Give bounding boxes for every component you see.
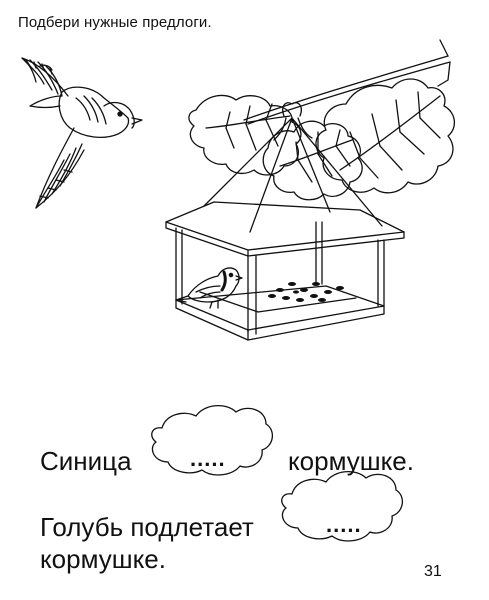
sentence-1-blank[interactable]: .....: [190, 446, 226, 471]
seeds: [268, 282, 344, 302]
cloud-answer-icon: [151, 405, 273, 476]
page-title: Подбери нужные предлоги.: [18, 14, 212, 31]
cloud-answer-icon: [281, 471, 403, 542]
sentence-2-blank[interactable]: .....: [326, 512, 362, 537]
perched-bird-icon: [175, 267, 243, 309]
feeder-strings: [203, 117, 383, 233]
oak-branch-icon: [188, 39, 455, 201]
bird-feeder-icon: [165, 201, 405, 341]
page-number: 31: [424, 563, 442, 580]
flying-bird-icon: [21, 57, 143, 209]
sentence-1-subject: Синица: [40, 446, 132, 476]
sentence-2-object: кормушке.: [40, 544, 166, 574]
sentence-2-subject: Голубь подлетает: [40, 512, 254, 542]
sentence-1-object: кормушке.: [288, 446, 414, 476]
